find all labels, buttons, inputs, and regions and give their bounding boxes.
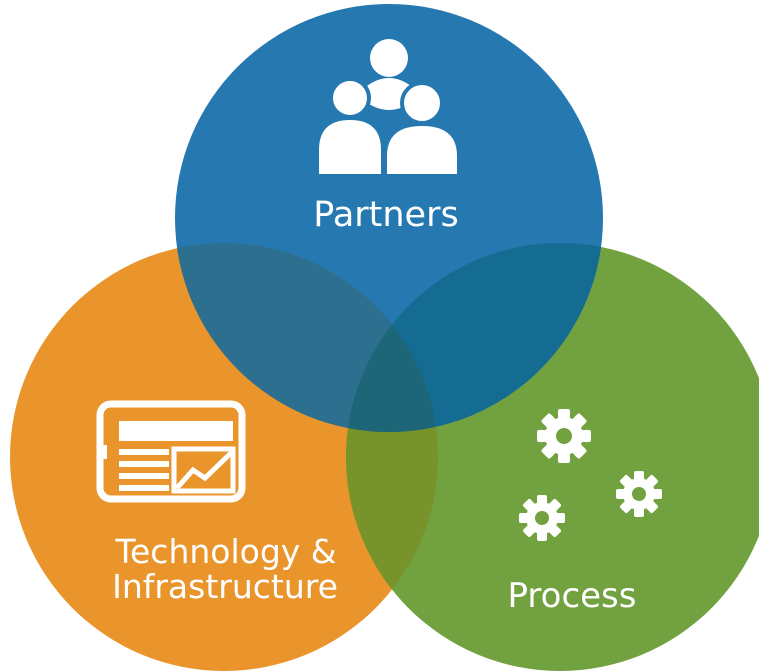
technology-label-line-1: Technology & (114, 532, 336, 571)
overlap-partners-technology (175, 243, 438, 432)
people-group-icon (315, 39, 461, 178)
tablet-dashboard-icon (96, 400, 246, 503)
process-label: Process (508, 576, 637, 616)
partners-label: Partners (313, 195, 458, 235)
overlap-partners-process (346, 243, 603, 432)
gears-icon (519, 409, 662, 541)
technology-label-line-2: Infrastructure (112, 567, 338, 606)
